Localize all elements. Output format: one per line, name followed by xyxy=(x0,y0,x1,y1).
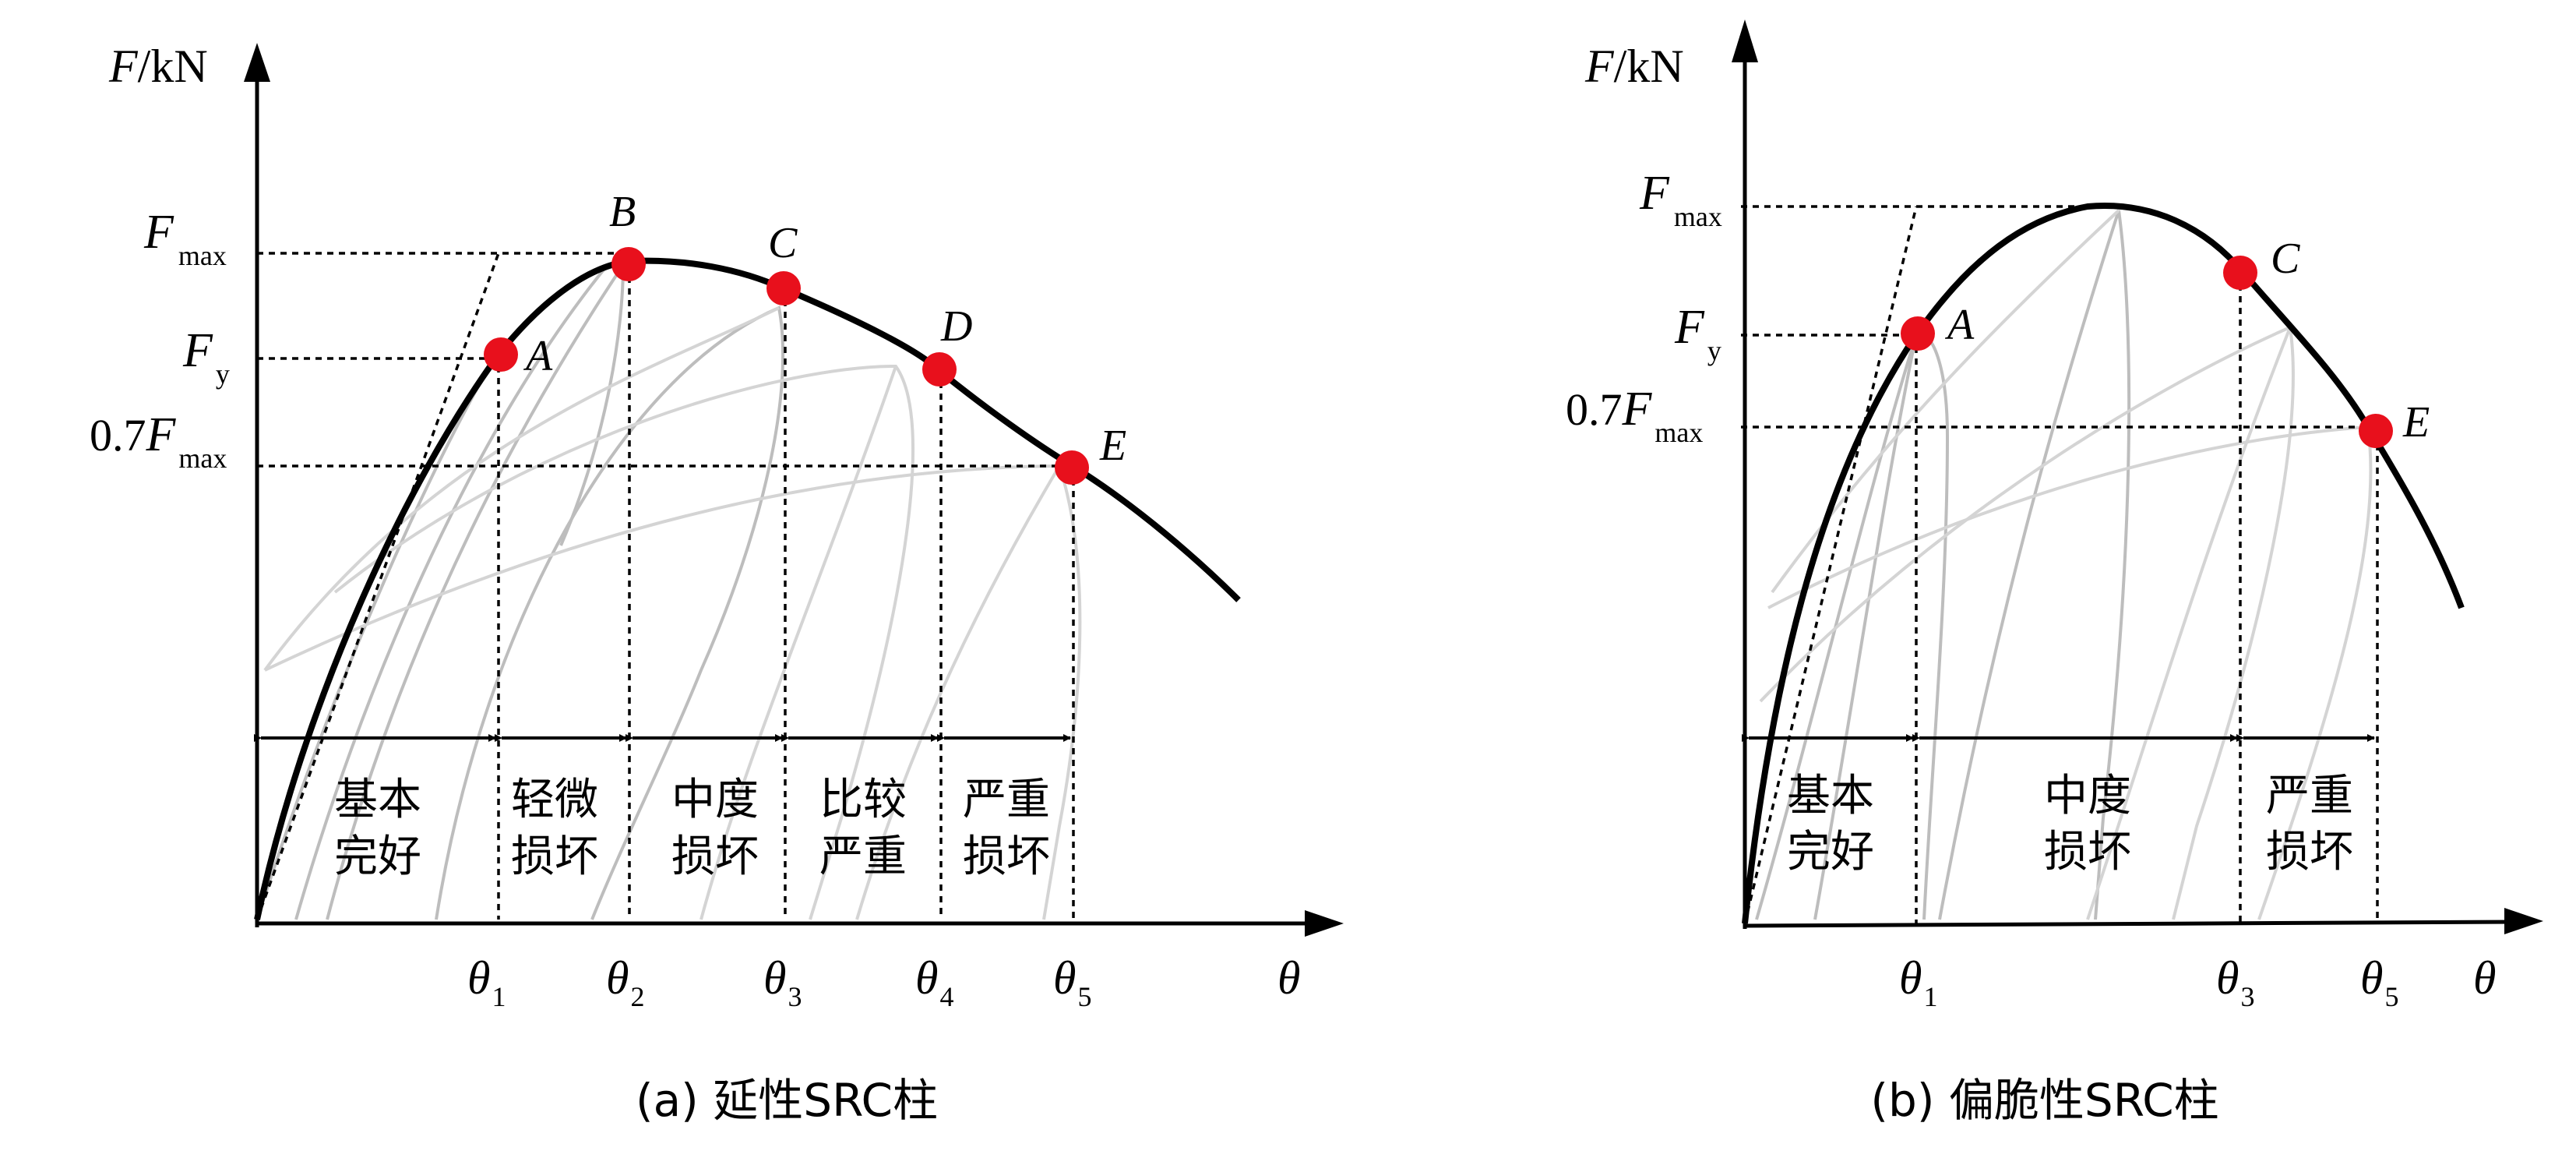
theta4-label: θ4 xyxy=(915,952,953,1012)
point-e-marker xyxy=(1055,450,1089,485)
point-c-marker xyxy=(2223,256,2257,290)
initial-stiffness-line xyxy=(1743,206,1918,924)
caption-a: (a) 延性SRC柱 xyxy=(636,1074,938,1127)
x-axis-arrow xyxy=(2504,908,2543,934)
point-a-label: A xyxy=(1944,301,1975,349)
x-axis-label: θ xyxy=(1277,952,1300,1004)
theta5-label: θ5 xyxy=(2360,952,2398,1012)
state-label: 损坏 xyxy=(2044,827,2131,877)
state-label: 损坏 xyxy=(671,831,759,882)
point-c-label: C xyxy=(768,219,798,267)
point-e-marker xyxy=(2359,414,2393,448)
state-label: 损坏 xyxy=(511,831,598,882)
caption-b: (b) 偏脆性SRC柱 xyxy=(1870,1074,2218,1127)
x-axis xyxy=(1744,920,2517,928)
state-label: 基本 xyxy=(1787,771,1874,821)
y-axis-arrow xyxy=(244,43,270,82)
y-axis-label: F/kN xyxy=(108,41,208,92)
state-label: 完好 xyxy=(334,831,421,882)
hysteresis-loops xyxy=(255,259,1082,920)
point-e-label: E xyxy=(2402,398,2430,447)
point-e-label: E xyxy=(1099,422,1126,470)
point-b-label: B xyxy=(609,188,636,236)
state-label: 损坏 xyxy=(2266,827,2353,877)
state-label: 严重 xyxy=(2266,771,2353,821)
state-label: 严重 xyxy=(963,775,1050,825)
state-label: 严重 xyxy=(819,831,907,882)
x-axis-label: θ xyxy=(2473,952,2496,1004)
point-c-label: C xyxy=(2271,235,2300,283)
state-label: 轻微 xyxy=(511,775,598,825)
point-d-marker xyxy=(922,352,957,387)
point-a-marker xyxy=(484,337,518,372)
damage-state-labels: 基本 完好 轻微 损坏 中度 损坏 比较 严重 严重 损坏 xyxy=(334,775,1050,882)
y-axis-label: F/kN xyxy=(1584,41,1684,92)
point-c-marker xyxy=(766,271,801,305)
theta2-label: θ2 xyxy=(606,952,644,1012)
point-d-label: D xyxy=(940,302,972,351)
theta5-label: θ5 xyxy=(1053,952,1091,1012)
state-label: 比较 xyxy=(819,775,907,825)
point-b-marker xyxy=(611,247,646,281)
point-a-label: A xyxy=(523,332,553,380)
point-a-marker xyxy=(1901,316,1935,351)
theta3-label: θ3 xyxy=(2216,952,2254,1012)
theta3-label: θ3 xyxy=(763,952,802,1012)
initial-stiffness-line xyxy=(255,252,500,920)
state-label: 基本 xyxy=(334,775,421,825)
damage-state-labels: 基本 完好 中度 损坏 严重 损坏 xyxy=(1787,771,2353,877)
state-label: 中度 xyxy=(671,775,759,825)
x-axis-arrow xyxy=(1305,910,1344,937)
theta1-label: θ1 xyxy=(467,952,506,1012)
state-label: 完好 xyxy=(1787,827,1874,877)
state-label: 损坏 xyxy=(963,831,1050,882)
y-axis-arrow xyxy=(1732,19,1758,62)
theta1-label: θ1 xyxy=(1899,952,1937,1012)
state-label: 中度 xyxy=(2044,771,2131,821)
